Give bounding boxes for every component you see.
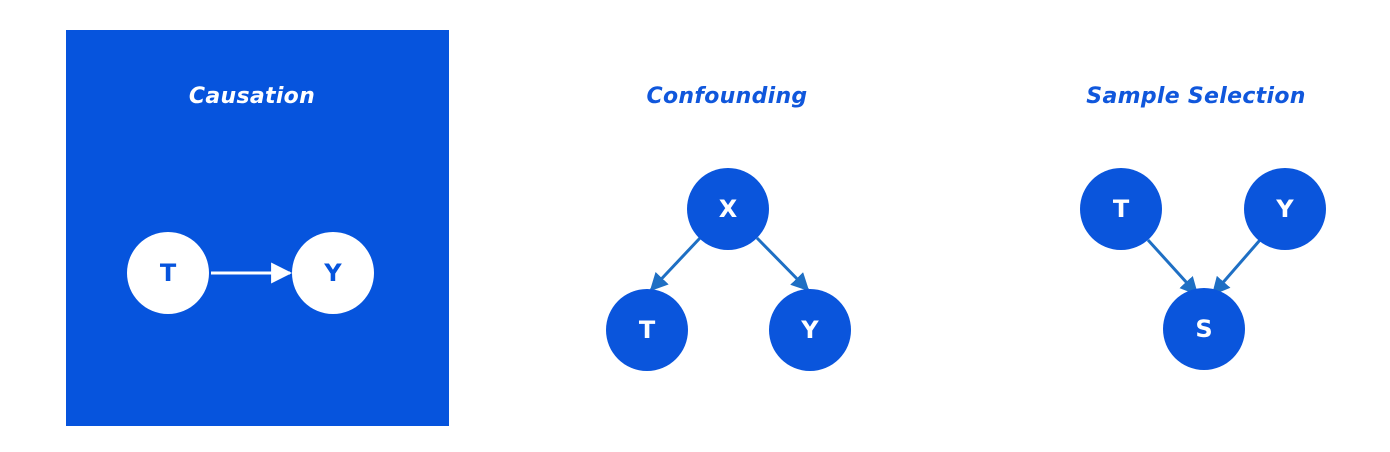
causation-title: Causation bbox=[188, 84, 316, 109]
causation-panel-background bbox=[66, 30, 449, 426]
edge-selection-y-to-s bbox=[1211, 239, 1262, 296]
selection-node-y: Y bbox=[1244, 168, 1326, 250]
selection-node-s-label: S bbox=[1195, 315, 1213, 343]
edge-selection-t-to-s bbox=[1146, 238, 1199, 296]
edge-confounding-x-to-y bbox=[755, 236, 810, 292]
selection-node-y-label: Y bbox=[1276, 195, 1294, 223]
edge-confounding-x-to-t bbox=[649, 236, 702, 292]
confounding-node-t: T bbox=[606, 289, 688, 371]
selection-node-s: S bbox=[1163, 288, 1245, 370]
confounding-node-y-label: Y bbox=[801, 316, 819, 344]
confounding-title: Confounding bbox=[646, 84, 808, 109]
sample-selection-title: Sample Selection bbox=[1086, 84, 1306, 109]
confounding-node-x: X bbox=[687, 168, 769, 250]
causation-node-y-label: Y bbox=[324, 259, 342, 287]
selection-node-t: T bbox=[1080, 168, 1162, 250]
confounding-node-x-label: X bbox=[718, 195, 738, 223]
confounding-node-y: Y bbox=[769, 289, 851, 371]
causation-node-y: Y bbox=[292, 232, 374, 314]
selection-node-t-label: T bbox=[1112, 195, 1130, 223]
causation-node-t: T bbox=[127, 232, 209, 314]
causation-node-t-label: T bbox=[159, 259, 177, 287]
confounding-node-t-label: T bbox=[638, 316, 656, 344]
